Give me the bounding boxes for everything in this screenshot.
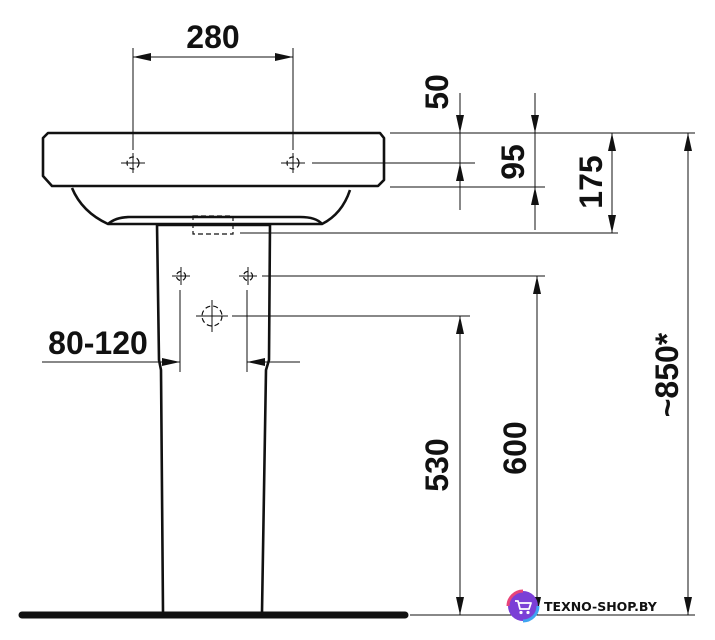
extension-lines xyxy=(132,48,695,616)
dimension-600 xyxy=(533,276,541,615)
tap-hole-right-icon xyxy=(281,153,305,173)
supply-pipe-left-icon xyxy=(172,267,190,285)
dimension-280 xyxy=(133,53,293,61)
dimension-175 xyxy=(608,133,616,233)
cart-icon xyxy=(515,600,532,615)
dimension-50 xyxy=(456,93,464,210)
dimension-80-120 xyxy=(42,358,300,366)
watermark-text: TEXNO-SHOP.BY xyxy=(544,599,658,614)
basin-body xyxy=(41,131,386,235)
label-600: 600 xyxy=(497,421,533,474)
label-850: ~850* xyxy=(649,332,685,417)
watermark: TEXNO-SHOP.BY xyxy=(506,589,658,623)
dimension-850 xyxy=(684,133,692,615)
label-530: 530 xyxy=(419,438,455,491)
dimension-530 xyxy=(456,316,464,615)
label-175: 175 xyxy=(573,155,609,208)
tap-hole-left-icon xyxy=(121,153,145,173)
label-95: 95 xyxy=(495,144,531,180)
label-280: 280 xyxy=(186,19,239,55)
supply-pipe-right-icon xyxy=(239,267,257,285)
pedestal xyxy=(155,223,272,613)
cart-icon-badge xyxy=(508,591,538,621)
waste-pipe-icon xyxy=(196,300,228,332)
dimension-95 xyxy=(531,93,539,230)
label-50: 50 xyxy=(419,74,455,110)
label-80-120: 80-120 xyxy=(48,325,148,361)
